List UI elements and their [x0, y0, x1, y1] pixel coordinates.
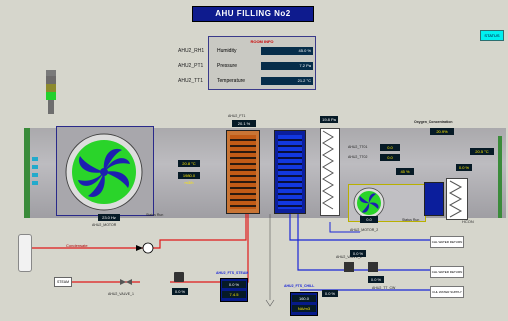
airflow-readout: 1980.0 m3/h — [178, 172, 200, 185]
chw-supply: CHL WATER SUPPLY — [430, 286, 464, 298]
room-sensor-panel: ROOM INFO Humidity 45.0 % Pressure 7.2 P… — [208, 36, 316, 90]
outlet-frame — [498, 136, 502, 218]
right-small-readout: 0.0 % — [456, 164, 472, 171]
steam-inlet: STEAM — [54, 277, 72, 287]
fan-status: Status Run — [146, 213, 164, 217]
cooling-coil — [274, 130, 306, 214]
pressure-value: 7.2 Pa — [261, 62, 313, 70]
steam-flow-box: 0.0 % 7.4.5 — [220, 278, 248, 302]
chill-flow-box: 160.0 NA/m3 — [290, 292, 318, 316]
chw-return-2: CHL WATER RETURN — [430, 266, 464, 278]
humidity-label: Humidity — [217, 48, 237, 54]
filter-tag: AHU2_FT1 — [228, 114, 246, 118]
hcon-label: HCON — [462, 219, 474, 224]
small-fan-readout: 0.0 — [360, 216, 378, 223]
right-temp-readout-2: 0.0 — [380, 154, 400, 161]
cw-temp-tag: AHU2_TT_CW — [372, 286, 396, 290]
air-inlet — [32, 157, 38, 187]
right-supply-temp: 20.5 °C — [470, 148, 494, 155]
small-fan-tag: AHU2_MOTOR_2 — [350, 228, 379, 232]
filter-bank — [320, 128, 340, 216]
oxygen-label: Oxygen_Concentration — [414, 120, 453, 124]
status-button[interactable]: STATUS — [480, 30, 504, 41]
actuator-2-icon[interactable] — [344, 262, 354, 272]
small-fan-icon[interactable] — [352, 186, 386, 220]
fan-frequency-readout: 23.0 Hz — [98, 214, 120, 221]
chw-return-1: CHL WATER RETURN — [430, 236, 464, 248]
steam-valve-pct: 0.0 % — [172, 288, 188, 295]
right-temp-readout-1: 0.0 — [380, 144, 400, 151]
supply-temp-readout: 20.8 °C — [178, 160, 200, 167]
right-temp-tag-1: AHU2_TT01 — [348, 145, 368, 149]
right-temp-tag-2: AHU2_TT02 — [348, 155, 368, 159]
right-pct-readout: 45 % — [396, 168, 414, 175]
oxygen-readout: 20.9% — [430, 128, 454, 135]
condensate-tank — [18, 234, 32, 272]
chill-flow-pct: 0.0 % — [322, 290, 338, 297]
pressure-label: Pressure — [217, 63, 238, 69]
chill-flow-sub: NA/m3 — [292, 305, 316, 312]
screen-title: AHU FILLING No2 — [192, 6, 314, 22]
steam-flow-value: 7.4.5 — [222, 291, 246, 298]
valve-2-pct: 0.0 % — [350, 250, 366, 257]
filter-bank-readout: 19.8 Pa — [320, 116, 338, 123]
chill-flow-value: 160.0 — [292, 295, 316, 302]
stack-light — [46, 70, 56, 114]
actuator-icon[interactable] — [174, 272, 184, 282]
steam-flow-pct: 0.0 % — [222, 281, 246, 288]
steam-flow-tag: AHU2_FTS_STEAM — [216, 271, 249, 275]
temperature-value: 21.2 °C — [261, 77, 313, 85]
actuator-3-icon[interactable] — [368, 262, 378, 272]
sensor-panel-header: ROOM INFO — [250, 39, 274, 44]
temperature-tag: AHU2_TT1 — [178, 78, 204, 84]
inlet-frame — [24, 128, 30, 218]
heating-coil — [226, 130, 260, 214]
condensate-label: Condensate — [66, 243, 88, 248]
steam-valve-tag: AHU2_VALVE_1 — [108, 292, 134, 296]
fan-motor-tag: AHU2_MOTOR — [92, 223, 117, 227]
right-filter — [446, 178, 468, 220]
valve-2-tag: AHU2_VALVE_2 — [336, 255, 362, 259]
valve-3-pct: 0.0 % — [368, 276, 384, 283]
humidity-tag: AHU2_RH1 — [178, 48, 205, 54]
chill-flow-tag: AHU2_FTS_CHILL — [284, 284, 315, 288]
pressure-tag: AHU2_PT1 — [178, 63, 204, 69]
humidity-value: 45.0 % — [261, 47, 313, 55]
temperature-label: Temperature — [217, 78, 246, 84]
right-cooling-coil — [424, 182, 444, 216]
main-fan-icon[interactable] — [62, 132, 146, 212]
small-fan-status: Status Run — [402, 218, 420, 222]
filter-pressure-readout: 20.1 % — [232, 120, 256, 127]
